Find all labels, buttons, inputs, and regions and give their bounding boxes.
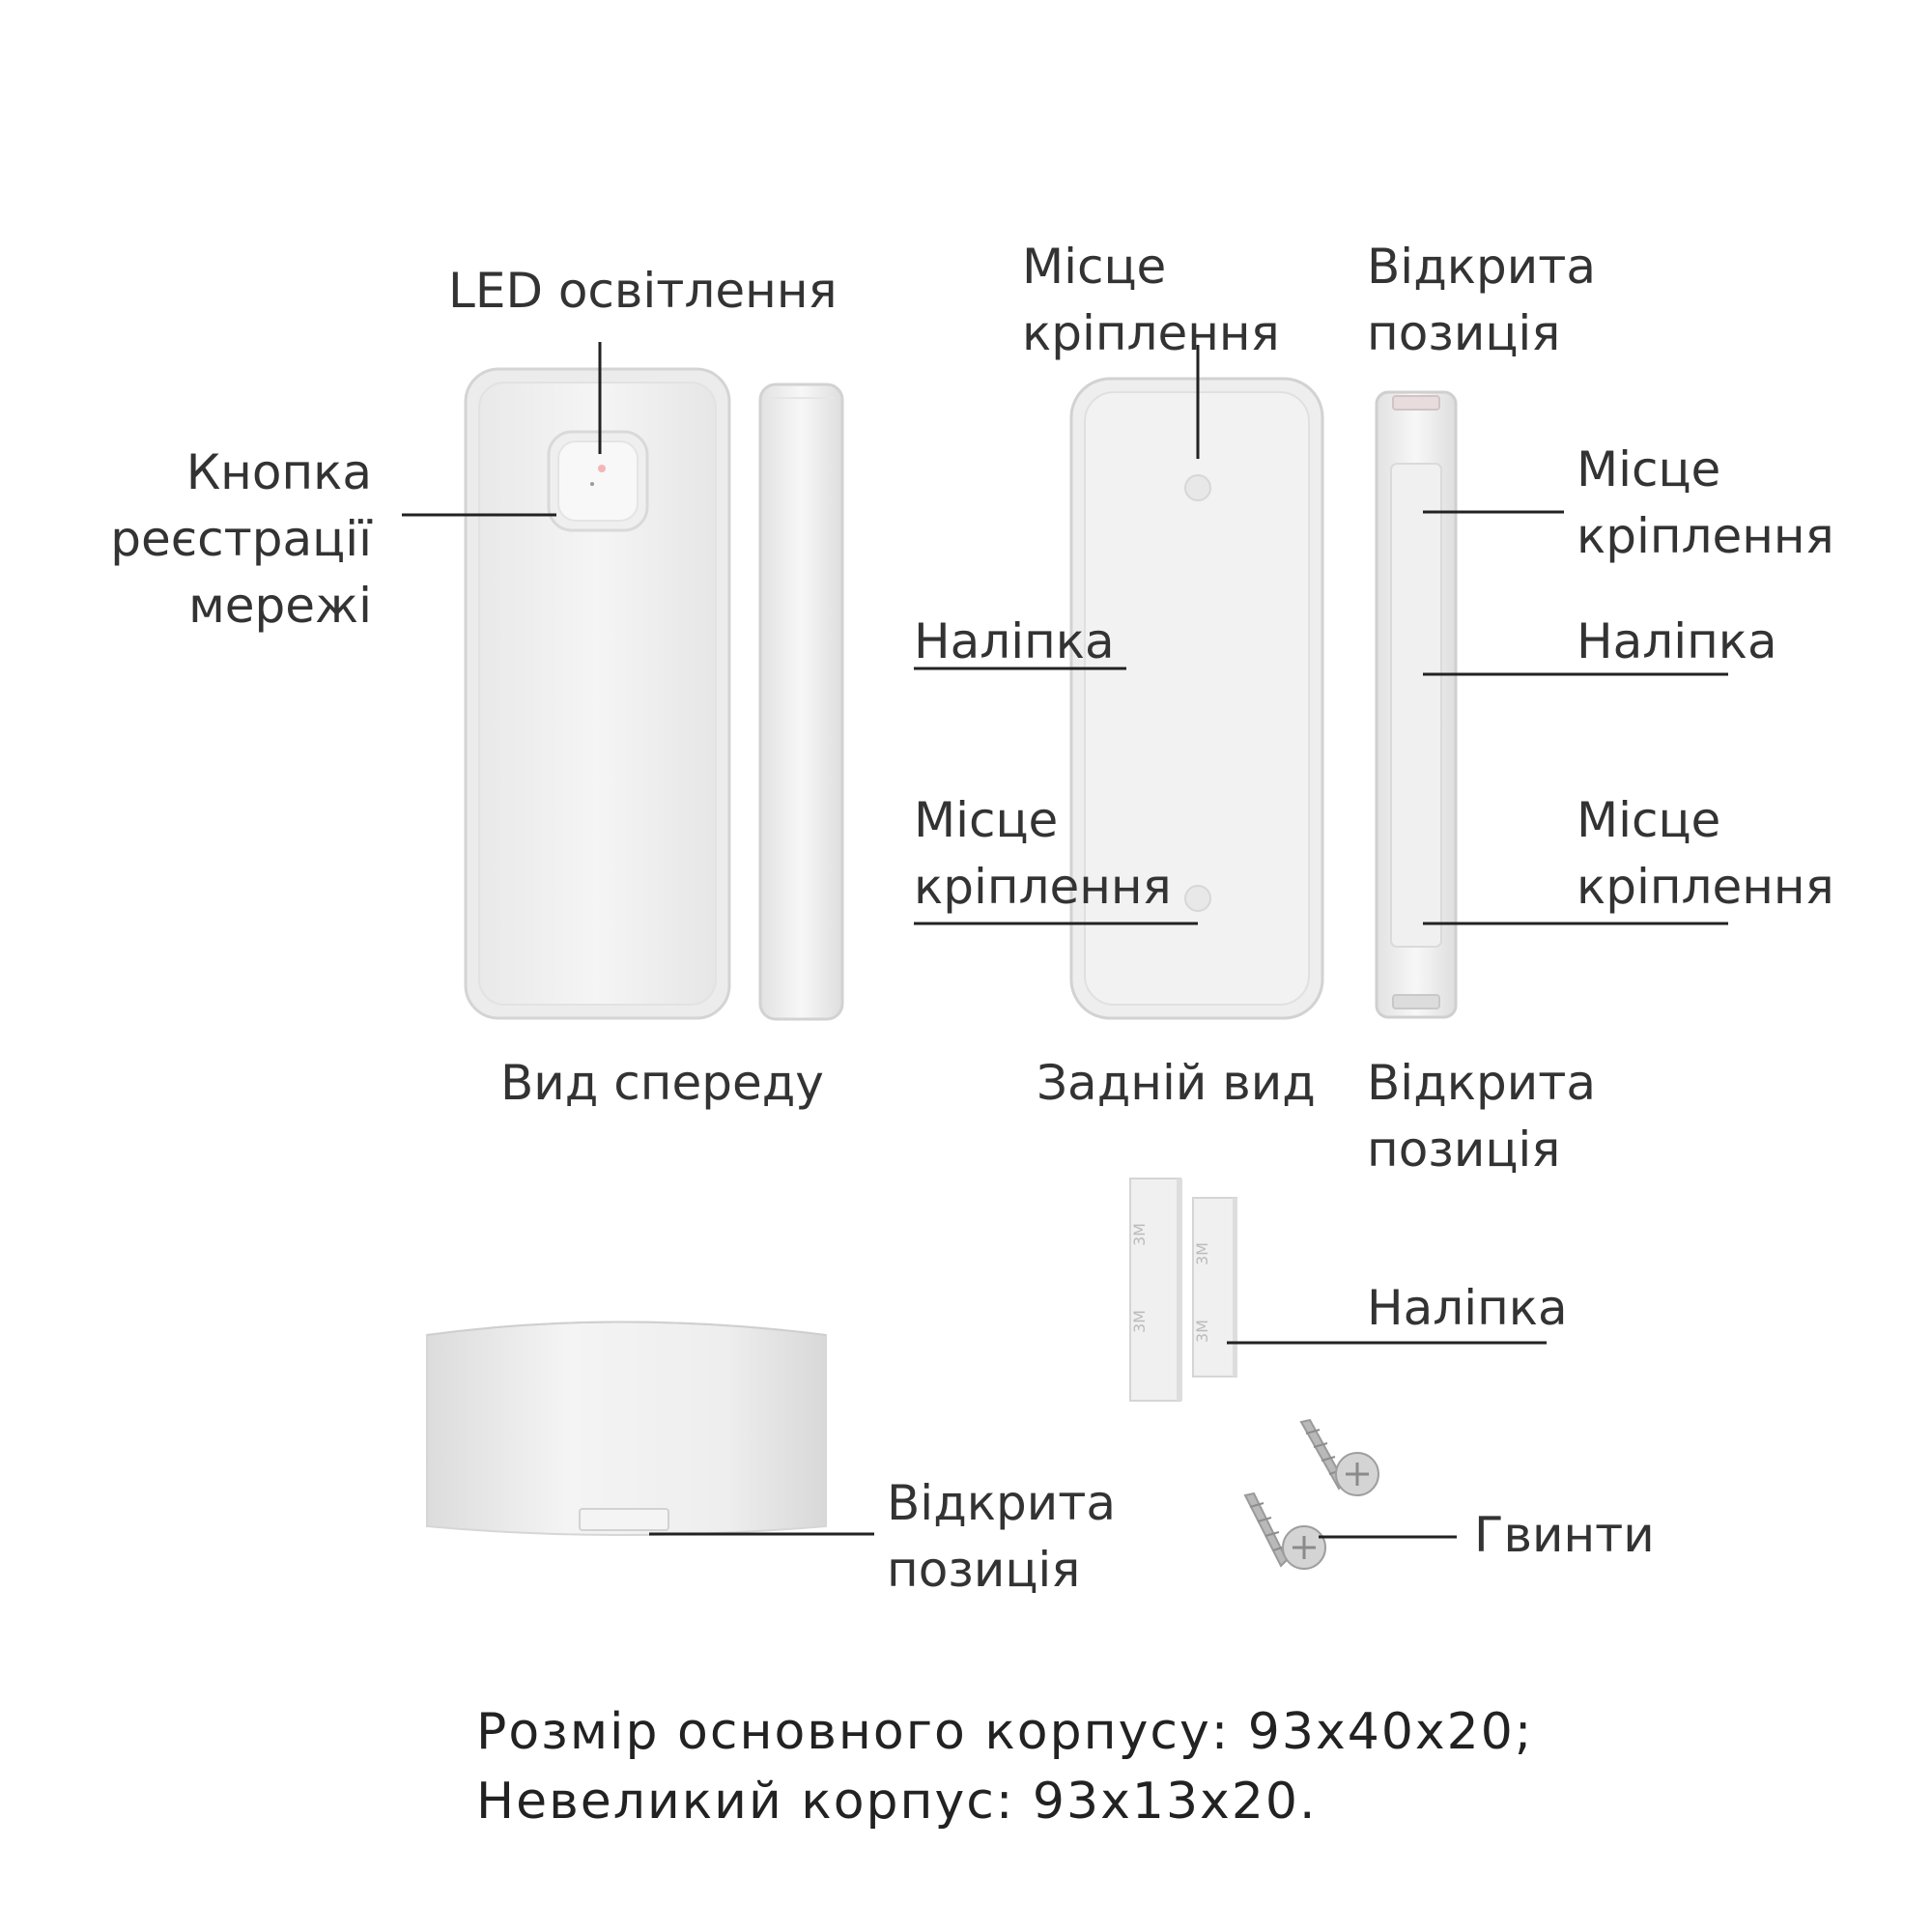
label-network-button-line3: мережі	[188, 578, 372, 634]
sticker-print-1: 3M	[1130, 1223, 1149, 1246]
label-mount-top-line1: Місце	[1022, 239, 1167, 295]
label-mount-left-bottom: Місце кріплення	[914, 787, 1172, 921]
dimensions-spec: Розмір основного корпусу: 93x40x20; Неве…	[476, 1697, 1533, 1836]
label-open-position-mid: Відкрита позиція	[1367, 1050, 1596, 1183]
label-mount-top-line2: кріплення	[1022, 305, 1280, 361]
front-main-body	[464, 367, 731, 1020]
label-open-position-mid-line1: Відкрита	[1367, 1055, 1596, 1111]
label-screws: Гвинти	[1474, 1507, 1655, 1563]
registration-button[interactable]	[547, 430, 649, 532]
screw-icon-top	[1299, 1418, 1379, 1496]
label-network-button: Кнопка реєстрації мережі	[97, 440, 372, 639]
label-open-position-mid-line2: позиція	[1367, 1122, 1561, 1178]
led-indicator	[598, 465, 606, 472]
adhesive-strip-small	[1192, 1197, 1237, 1378]
label-network-button-line2: реєстрації	[110, 511, 372, 567]
back-mount-hole-bottom	[1184, 885, 1211, 912]
label-network-button-line1: Кнопка	[185, 444, 372, 500]
label-open-position-top-line1: Відкрита	[1367, 239, 1596, 295]
label-mount-top: Місце кріплення	[1022, 234, 1280, 367]
label-mount-right-bottom-line1: Місце	[1577, 792, 1721, 848]
label-back-view: Задній вид	[1037, 1055, 1316, 1111]
label-front-view: Вид спереду	[500, 1055, 824, 1111]
adhesive-strip-large	[1129, 1178, 1182, 1402]
label-open-position-bottom-line2: позиція	[887, 1542, 1081, 1598]
label-mount-right-bottom: Місце кріплення	[1577, 787, 1834, 921]
spec-small-body: Невеликий корпус: 93x13x20.	[476, 1773, 1318, 1831]
label-mount-right-top-line1: Місце	[1577, 441, 1721, 497]
label-sticker-left: Наліпка	[914, 613, 1115, 669]
screw-icon-bottom	[1243, 1492, 1326, 1570]
label-led-lighting: LED освітлення	[448, 263, 838, 319]
sticker-print-2: 3M	[1130, 1310, 1149, 1333]
label-open-position-top: Відкрита позиція	[1367, 234, 1596, 367]
magnet-side-cylinder	[426, 1321, 827, 1536]
label-open-position-top-line2: позиція	[1367, 305, 1561, 361]
button-dot	[590, 482, 594, 486]
back-mount-hole-top	[1184, 474, 1211, 501]
front-magnet-body	[758, 383, 844, 1021]
label-mount-right-bottom-line2: кріплення	[1577, 859, 1834, 915]
label-open-position-bottom: Відкрита позиція	[887, 1470, 1116, 1604]
spec-main-body: Розмір основного корпусу: 93x40x20;	[476, 1703, 1534, 1761]
sticker-print-3: 3M	[1193, 1242, 1211, 1265]
label-mount-left-bottom-line2: кріплення	[914, 859, 1172, 915]
label-open-position-bottom-line1: Відкрита	[887, 1475, 1116, 1531]
label-sticker-right: Наліпка	[1577, 613, 1777, 669]
label-sticker-bottom: Наліпка	[1367, 1280, 1568, 1336]
label-mount-right-top: Місце кріплення	[1577, 437, 1834, 570]
label-mount-left-bottom-line1: Місце	[914, 792, 1059, 848]
sticker-print-4: 3M	[1193, 1320, 1211, 1343]
back-magnet-body	[1375, 390, 1458, 1019]
label-mount-right-top-line2: кріплення	[1577, 508, 1834, 564]
